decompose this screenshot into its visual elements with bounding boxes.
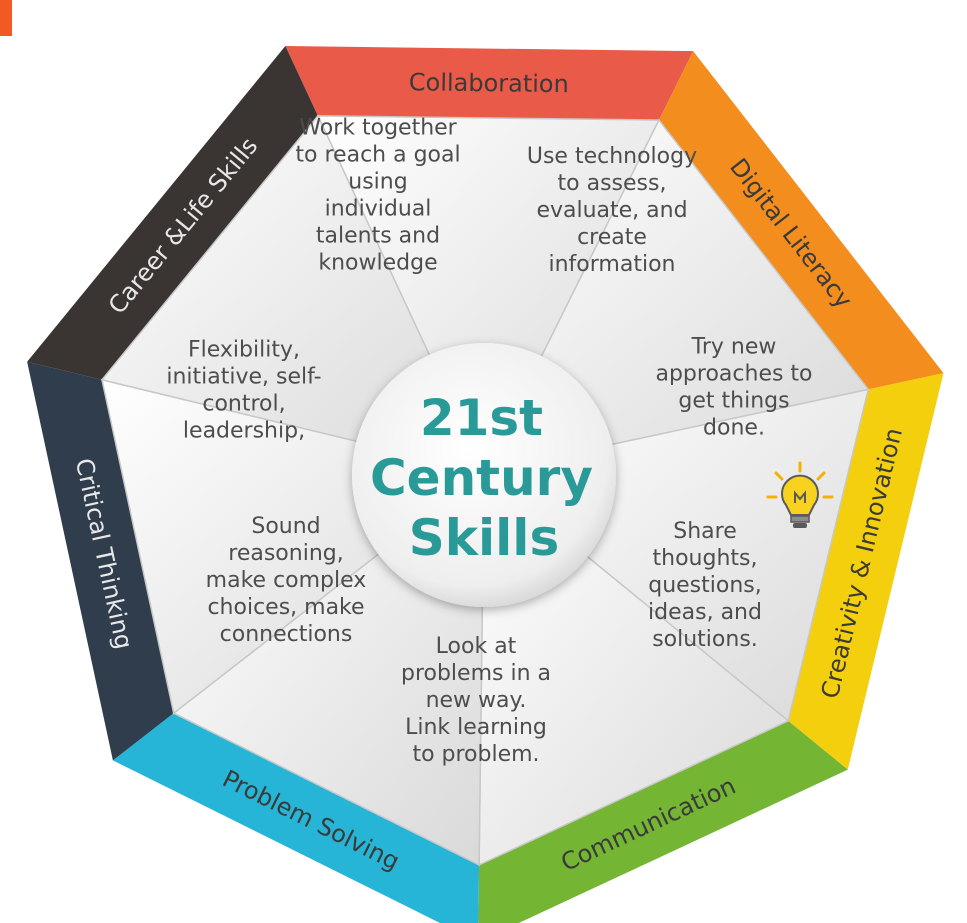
segment-band-digital-literacy: [658, 51, 944, 390]
segment-band-career-and-life-skills: [27, 46, 318, 380]
description-line: approaches to: [655, 362, 812, 387]
description-line: Sound: [251, 514, 320, 539]
description-line: control,: [202, 392, 285, 417]
description-line: talents and: [316, 224, 440, 249]
description-line: Flexibility,: [188, 338, 300, 363]
description-line: problems in a: [401, 661, 551, 686]
description-line: connections: [220, 622, 353, 647]
description-line: thoughts,: [653, 546, 758, 571]
description-line: to problem.: [412, 742, 539, 767]
center-circle: [352, 343, 616, 607]
description-line: reasoning,: [228, 541, 343, 566]
description-line: using: [348, 170, 407, 195]
lightbulb-icon: [766, 461, 834, 528]
description-line: questions,: [648, 573, 762, 598]
segment-description-career-and-life-skills: Flexibility,initiative, self-control,lea…: [166, 338, 321, 444]
description-line: done.: [703, 416, 765, 441]
description-line: Link learning: [405, 715, 547, 740]
description-line: information: [549, 252, 676, 277]
description-line: evaluate, and: [536, 198, 687, 223]
description-line: Try new: [691, 335, 777, 360]
corner-accent-mark: [0, 0, 12, 36]
description-line: make complex: [206, 568, 367, 593]
description-line: Look at: [436, 634, 517, 659]
center-title: 21st Century Skills: [370, 389, 598, 567]
segment-panel-career-and-life-skills: [100, 114, 486, 474]
description-line: new way.: [426, 688, 527, 713]
segment-band-critical-thinking: [27, 361, 174, 761]
description-line: create: [577, 225, 647, 250]
description-line: solutions.: [652, 627, 758, 652]
description-line: choices, make: [207, 595, 364, 620]
description-line: leadership,: [183, 419, 305, 444]
segment-band-collaboration: [285, 46, 694, 121]
center-title-line-3: Skills: [409, 509, 559, 567]
description-line: get things: [678, 389, 789, 414]
segment-band-creativity-and-innovation: [788, 373, 944, 770]
description-line: Use technology: [527, 144, 697, 169]
description-line: Work together: [299, 116, 457, 141]
description-line: Share: [673, 519, 737, 544]
center-title-line-1: 21st: [420, 389, 543, 447]
outer-ring: [27, 46, 944, 923]
center-title-line-2: Century: [370, 449, 593, 507]
segment-band-communication: [478, 720, 848, 923]
description-line: knowledge: [318, 251, 437, 276]
description-line: initiative, self-: [166, 365, 321, 390]
description-line: to reach a goal: [295, 143, 460, 168]
segment-label-collaboration: Collaboration: [409, 68, 569, 98]
segment-band-problem-solving: [112, 713, 480, 923]
description-line: individual: [325, 197, 432, 222]
description-line: to assess,: [558, 171, 667, 196]
description-line: ideas, and: [648, 600, 762, 625]
